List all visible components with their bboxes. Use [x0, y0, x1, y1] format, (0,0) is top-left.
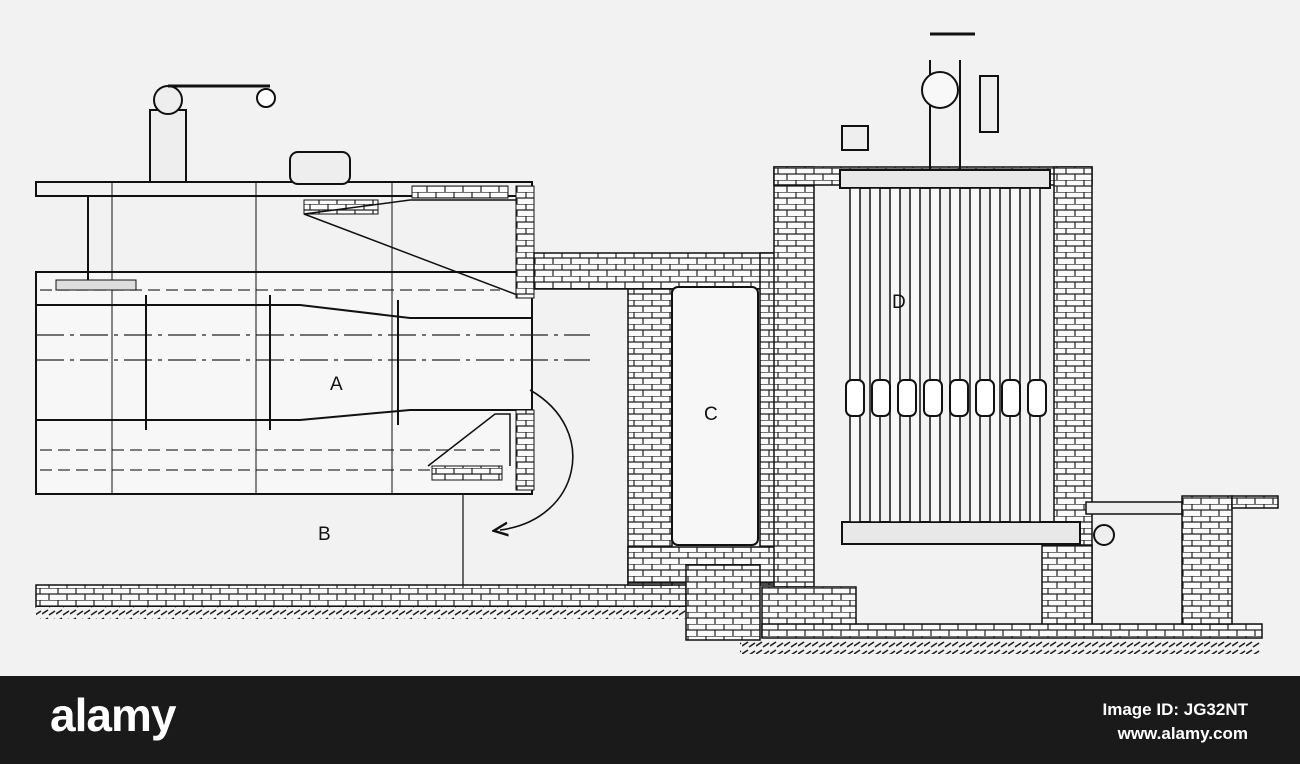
technical-drawing: A B C D — [0, 0, 1300, 676]
boiler-section-diagram: A B C D — [35, 32, 1279, 654]
boiler-shell — [35, 182, 590, 495]
ground — [35, 584, 1260, 654]
label-d: D — [892, 292, 906, 313]
brick-flue — [533, 252, 809, 641]
gas-flow-arrow — [500, 389, 574, 530]
label-a: A — [330, 374, 343, 395]
economiser-chamber — [761, 32, 1279, 639]
alamy-logo: alamy — [50, 689, 176, 741]
site-url: www.alamy.com — [1117, 724, 1248, 743]
label-b: B — [318, 524, 331, 545]
top-fittings — [35, 84, 535, 491]
image-id: Image ID: JG32NT — [1102, 700, 1249, 719]
watermark-bar: alamy Image ID: JG32NT www.alamy.com — [0, 676, 1300, 764]
label-c: C — [704, 404, 718, 425]
